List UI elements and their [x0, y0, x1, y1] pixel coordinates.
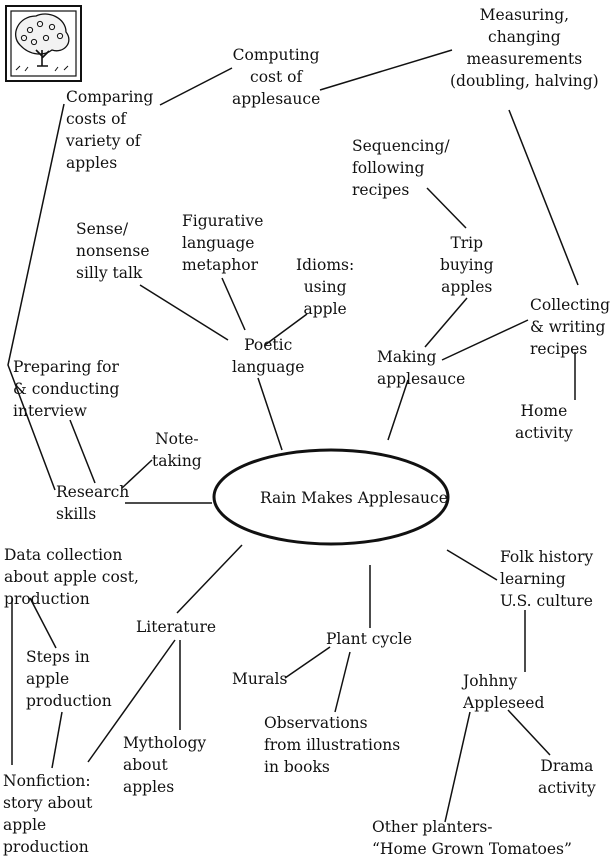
node-idioms: Idioms: using apple: [296, 256, 355, 318]
central-ellipse: [212, 448, 450, 546]
node-sense: Sense/ nonsense silly talk: [76, 220, 150, 282]
node-collecting: Collecting & writing recipes: [530, 296, 611, 358]
node-johnny: Johhny Appleseed: [463, 672, 545, 712]
node-literature: Literature: [136, 618, 217, 636]
node-research: Research skills: [56, 483, 130, 523]
node-notetaking: Note- taking: [152, 430, 202, 470]
node-mythology: Mythology about apples: [123, 734, 207, 796]
node-figurative: Figurative language metaphor: [182, 212, 264, 274]
node-making: Making applesauce: [377, 348, 466, 388]
node-home: Home activity: [515, 402, 573, 442]
node-plant-cycle: Plant cycle: [326, 630, 413, 648]
central-topic: Rain Makes Applesauce: [260, 489, 448, 507]
node-measuring: Measuring, changing measurements (doubli…: [450, 6, 599, 90]
node-murals: Murals: [232, 670, 288, 688]
node-nonfiction: Nonfiction: story about apple production: [3, 772, 93, 856]
node-comparing: Comparing costs of variety of apples: [66, 88, 154, 172]
node-drama: Drama activity: [538, 757, 596, 797]
node-poetic: Poetic language: [232, 336, 305, 376]
node-computing: Computing cost of applesauce: [232, 46, 321, 108]
node-folk-history: Folk history learning U.S. culture: [500, 548, 594, 610]
node-sequencing: Sequencing/ following recipes: [352, 137, 450, 199]
apple-tree-illustration: [5, 5, 82, 82]
node-data-collection: Data collection about apple cost, produc…: [4, 546, 139, 608]
node-steps: Steps in apple production: [26, 648, 112, 710]
node-trip: Trip buying apples: [440, 234, 494, 296]
node-other-planters: Other planters- “Home Grown Tomatoes”: [372, 818, 572, 858]
node-preparing: Preparing for & conducting interview: [13, 358, 120, 420]
node-observations: Observations from illustrations in books: [264, 714, 401, 776]
